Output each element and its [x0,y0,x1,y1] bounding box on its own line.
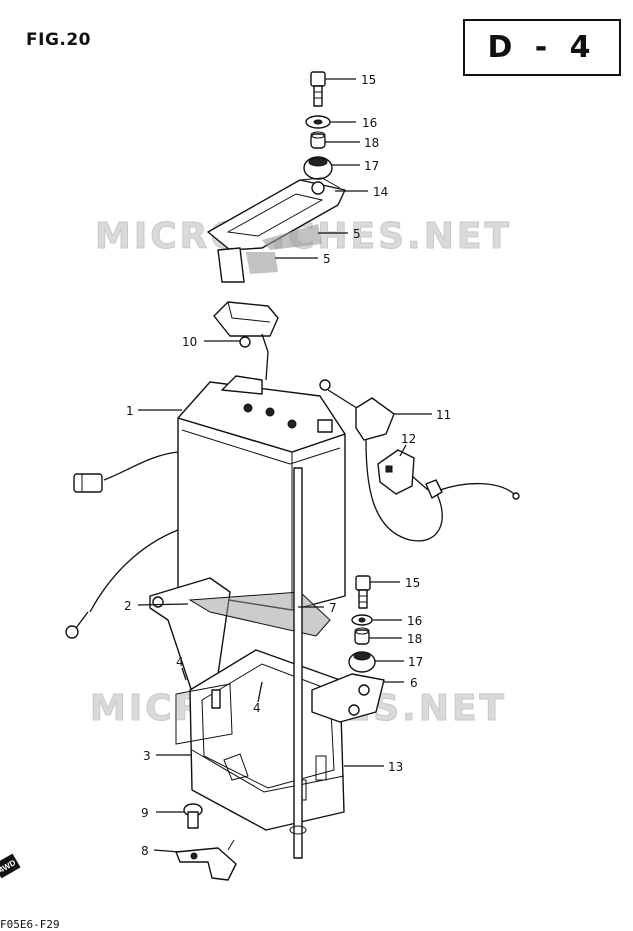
bolt-15-top [310,71,326,107]
callout-7: 7 [329,601,337,615]
callout-15-lower: 15 [405,576,420,590]
plate-6 [311,673,385,723]
clamp-8 [175,839,237,881]
callout-leaders [137,78,432,853]
footer-code: F05E6-F29 [0,918,60,931]
positive-lead-11 [319,379,443,542]
callout-11: 11 [436,408,451,422]
holder-plate-14 [207,177,346,283]
pad-5-b [246,252,278,274]
washer-16-lower [351,614,373,626]
callout-5-b: 5 [323,252,331,266]
callout-3: 3 [143,749,151,763]
battery-terminals [243,403,333,433]
callout-17-lower: 17 [408,655,423,669]
collar-18-lower [354,627,370,645]
tie-rod [289,467,307,859]
callout-17-top: 17 [364,159,379,173]
callout-10: 10 [182,335,197,349]
cushion-17-lower [348,651,376,673]
washer-16-top [305,115,331,129]
bolt-9 [183,803,203,829]
callout-8: 8 [141,844,149,858]
callout-15-top: 15 [361,73,376,87]
section-code-box: D - 4 [463,19,621,76]
callout-18-lower: 18 [407,632,422,646]
callout-9: 9 [141,806,149,820]
callout-6: 6 [410,676,418,690]
pad-5-a [262,224,322,250]
figure-label: FIG.20 [26,30,92,50]
callout-13: 13 [388,760,403,774]
callout-1: 1 [126,404,134,418]
callout-18-top: 18 [364,136,379,150]
callout-5-a: 5 [353,227,361,241]
callout-16-top: 16 [362,116,377,130]
negative-lead-cable [65,451,179,639]
callout-4-a: 4 [176,655,184,669]
cushion-17-top [303,156,333,180]
bolt-15-lower [355,575,371,609]
callout-4-b: 4 [253,701,261,715]
callout-12: 12 [401,432,416,446]
collar-18-top [310,131,326,149]
section-code: D - 4 [487,30,597,65]
fuse-holder-12 [377,449,520,500]
callout-14: 14 [373,185,388,199]
terminal-cover-10 [213,301,279,381]
callout-16-lower: 16 [407,614,422,628]
callout-2: 2 [124,599,132,613]
battery-1 [177,375,346,611]
